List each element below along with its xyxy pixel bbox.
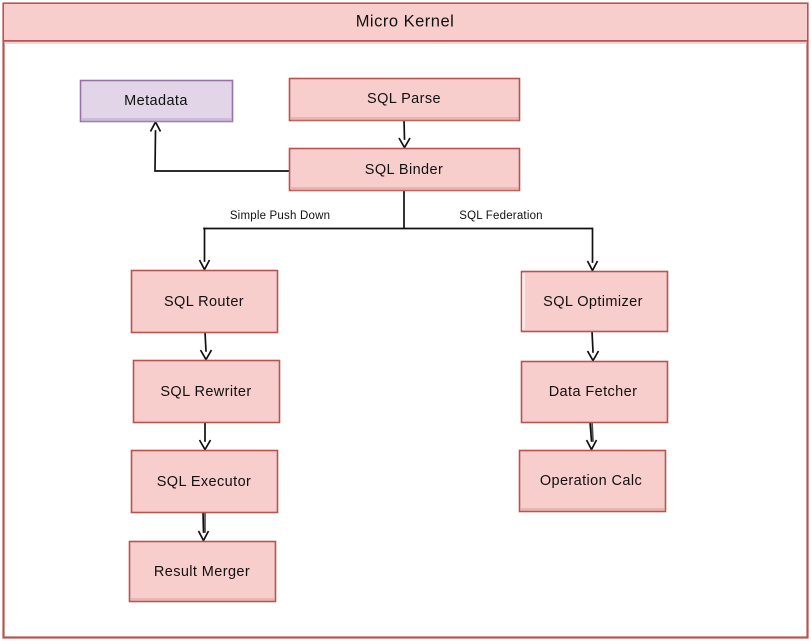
node-label-sql-router: SQL Router [164,294,244,310]
edge-label-simple-push-down: Simple Push Down [230,210,330,222]
node-label-result-merger: Result Merger [154,564,250,580]
edge-rewriter-to-executor [198,421,212,452]
node-label-data-fetcher: Data Fetcher [549,384,638,400]
edge-fetcher-to-calc [585,421,598,452]
node-sql-router[interactable]: SQL Router [130,269,279,334]
container-title: Micro Kernel [356,12,455,30]
node-label-sql-optimizer: SQL Optimizer [543,294,643,310]
node-label-sql-parse: SQL Parse [367,91,441,107]
node-sql-parse[interactable]: SQL Parse [288,77,521,122]
node-operation-calc[interactable]: Operation Calc [518,449,667,513]
edge-router-to-rewriter [199,331,213,362]
edge-label-sql-federation: SQL Federation [459,210,543,222]
node-sql-rewriter[interactable]: SQL Rewriter [132,359,281,424]
edge-executor-to-merger [197,511,210,543]
node-data-fetcher[interactable]: Data Fetcher [520,360,669,424]
node-result-merger[interactable]: Result Merger [128,540,277,603]
node-label-sql-binder: SQL Binder [365,162,443,178]
edge-binder-to-router: Simple Push Down [198,210,330,272]
node-label-sql-rewriter: SQL Rewriter [160,384,251,400]
edge-parse-to-binder [398,119,411,150]
node-sql-executor[interactable]: SQL Executor [130,449,279,514]
node-label-metadata: Metadata [124,93,188,109]
edge-binder-to-optimizer: SQL Federation [459,210,599,273]
node-sql-optimizer[interactable]: SQL Optimizer [520,270,669,333]
node-label-operation-calc: Operation Calc [540,473,642,489]
node-label-sql-executor: SQL Executor [157,474,252,490]
node-metadata[interactable]: Metadata [79,79,234,123]
node-sql-binder[interactable]: SQL Binder [288,147,521,192]
edge-binder-split [203,189,593,230]
edge-optimizer-to-fetcher [586,330,600,363]
